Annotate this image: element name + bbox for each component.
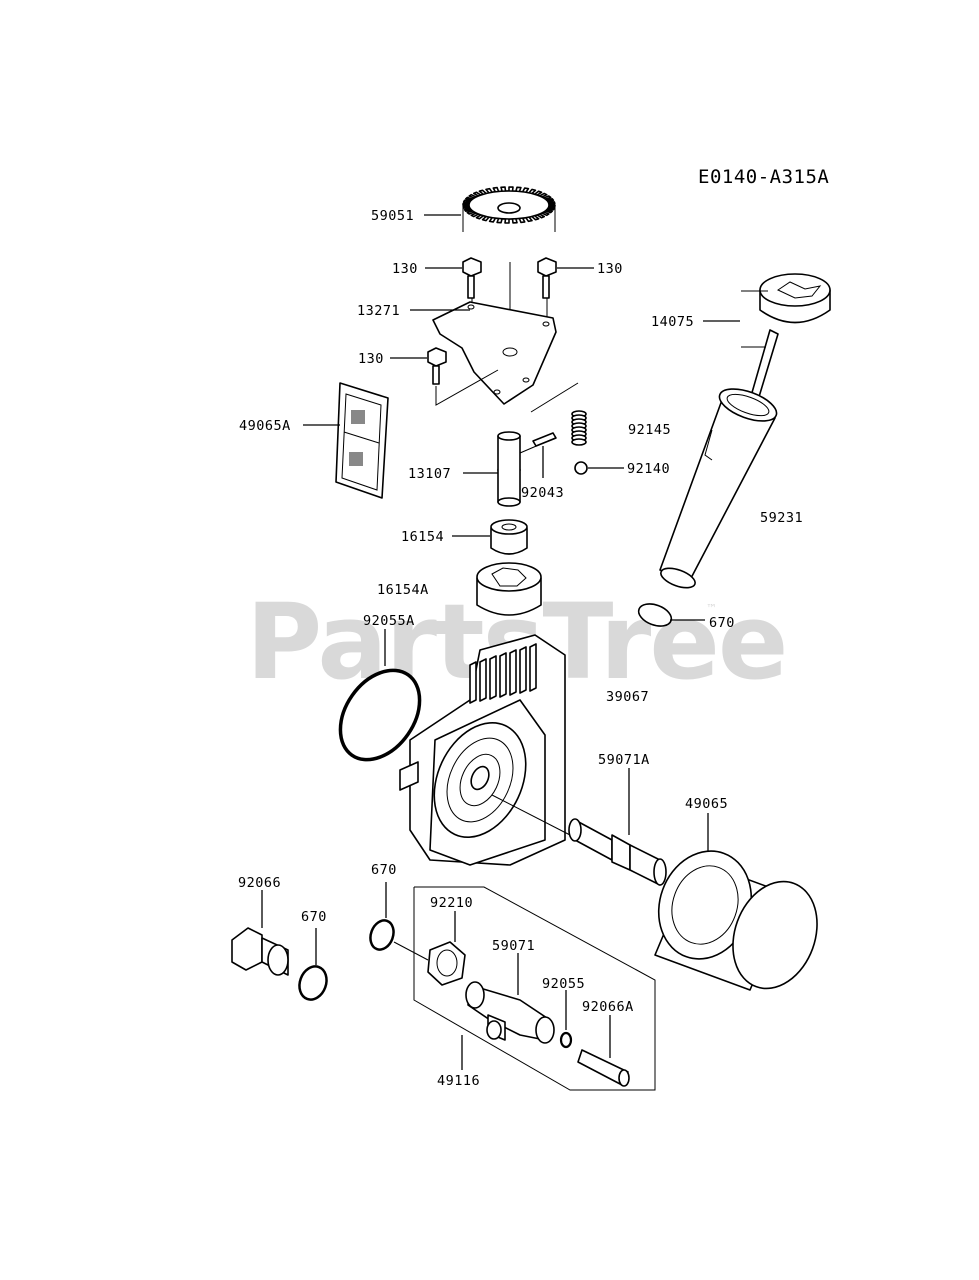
housing-fin <box>479 658 487 702</box>
fitting-59071A[interactable] <box>568 818 667 886</box>
guide-line <box>393 941 429 961</box>
housing-fin <box>509 649 517 696</box>
nut-92210[interactable] <box>427 941 466 986</box>
diagram-code: E0140-A315A <box>698 166 829 188</box>
label-13107[interactable]: 13107 <box>408 466 451 482</box>
gear-59051[interactable] <box>462 186 556 232</box>
label-59071A[interactable]: 59071A <box>598 752 650 768</box>
bolt-130-right[interactable] <box>537 257 557 299</box>
relief-spring-92145[interactable] <box>571 410 587 446</box>
label-92055[interactable]: 92055 <box>542 976 585 992</box>
label-670-tube[interactable]: 670 <box>709 615 735 631</box>
o-ring-670-tube[interactable] <box>636 600 675 630</box>
inner-rotor-16154[interactable] <box>490 519 528 555</box>
bolt-130-left[interactable] <box>462 257 482 299</box>
o-ring-92055[interactable] <box>559 1031 573 1049</box>
label-92145[interactable]: 92145 <box>628 422 671 438</box>
label-39067[interactable]: 39067 <box>606 689 649 705</box>
label-49116[interactable]: 49116 <box>437 1073 480 1089</box>
guide-line <box>530 382 579 413</box>
label-92066[interactable]: 92066 <box>238 875 281 891</box>
label-59071[interactable]: 59071 <box>492 938 535 954</box>
drain-plug-92066[interactable] <box>231 927 289 976</box>
o-ring-670-plug[interactable] <box>295 963 331 1004</box>
label-16154A[interactable]: 16154A <box>377 582 429 598</box>
label-16154[interactable]: 16154 <box>401 529 444 545</box>
oil-screen-49065A[interactable] <box>335 382 389 499</box>
housing-fin <box>489 655 497 700</box>
steel-ball-92140[interactable] <box>574 461 588 475</box>
label-130-lower[interactable]: 130 <box>358 351 384 367</box>
o-ring-670-fitting[interactable] <box>367 917 398 953</box>
label-670-plug[interactable]: 670 <box>301 909 327 925</box>
label-49065A[interactable]: 49065A <box>239 418 291 434</box>
label-92210[interactable]: 92210 <box>430 895 473 911</box>
label-92043[interactable]: 92043 <box>521 485 564 501</box>
pin-92043[interactable] <box>532 432 557 447</box>
plug-92066A[interactable] <box>577 1049 630 1087</box>
pump-housing-39067[interactable] <box>399 634 566 866</box>
label-92055A[interactable]: 92055A <box>363 613 415 629</box>
spring-coil <box>571 438 587 446</box>
label-13271[interactable]: 13271 <box>357 303 400 319</box>
o-ring-92055A[interactable] <box>324 655 436 774</box>
housing-fin <box>469 661 477 704</box>
label-14075[interactable]: 14075 <box>651 314 694 330</box>
oil-filter-49065[interactable] <box>644 838 831 1000</box>
label-59051[interactable]: 59051 <box>371 208 414 224</box>
fitting-59071[interactable] <box>465 981 555 1044</box>
bolt-130-lower[interactable] <box>427 347 447 385</box>
label-670-fitting[interactable]: 670 <box>371 862 397 878</box>
housing-fin <box>529 643 537 692</box>
housing-fin <box>519 646 527 694</box>
kit-outline-49116 <box>413 886 656 1091</box>
label-49065[interactable]: 49065 <box>685 796 728 812</box>
pump-shaft-13107[interactable] <box>497 431 521 507</box>
pump-cover-plate-13271[interactable] <box>432 301 557 405</box>
outer-rotor-16154A[interactable] <box>476 562 542 616</box>
label-59231[interactable]: 59231 <box>760 510 803 526</box>
housing-fin <box>499 652 507 698</box>
guide-line <box>491 794 571 836</box>
guide-line <box>519 437 556 454</box>
oil-filler-tube-59231[interactable] <box>658 383 780 592</box>
watermark-trademark: ™ <box>706 602 717 615</box>
label-130-right[interactable]: 130 <box>597 261 623 277</box>
label-130-left[interactable]: 130 <box>392 261 418 277</box>
guide-line <box>435 369 499 406</box>
label-92140[interactable]: 92140 <box>627 461 670 477</box>
label-92066A[interactable]: 92066A <box>582 999 634 1015</box>
